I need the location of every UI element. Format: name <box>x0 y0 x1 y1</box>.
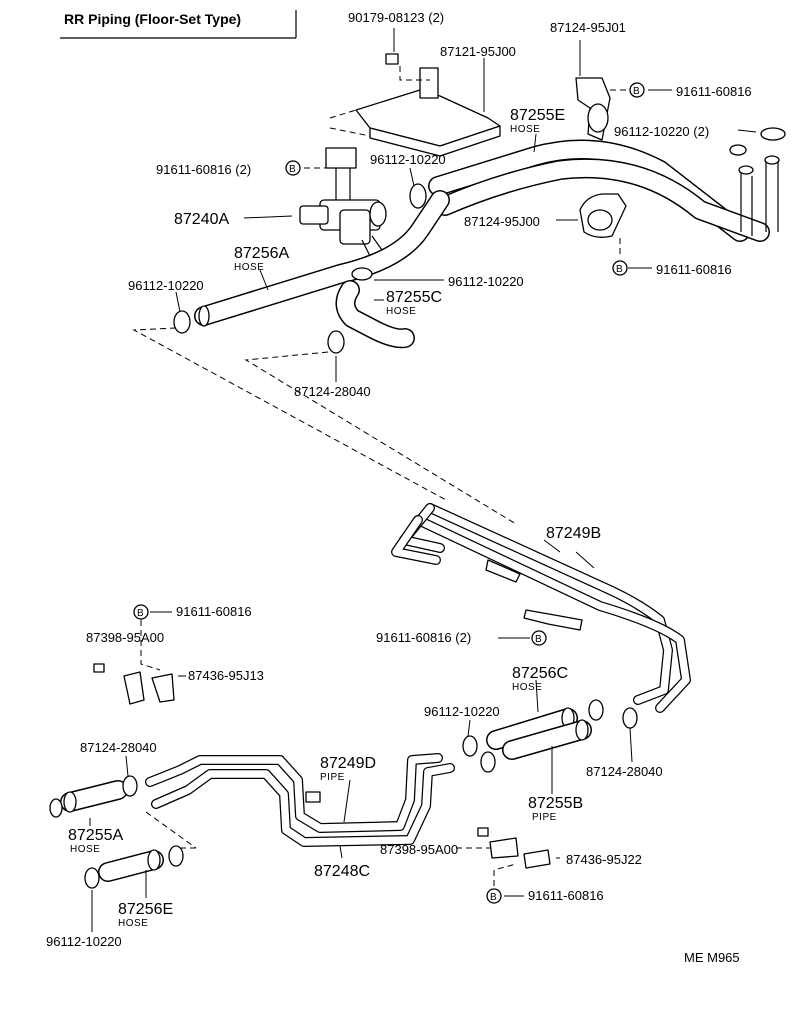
label-90179-08123: 90179-08123 (2) <box>348 10 444 25</box>
hose-clamp-top-right <box>729 127 786 156</box>
label-87256a: 87256A <box>234 245 289 262</box>
label-91611-60816-top-right: 91611-60816 <box>676 84 752 99</box>
label-87398-95a00-right: 87398-95A00 <box>380 842 458 857</box>
label-96112-10220-valve: 96112-10220 <box>370 152 446 167</box>
label-87255c-hose: HOSE <box>386 306 416 317</box>
label-91611-60816-bottom-right: 91611-60816 <box>528 888 604 903</box>
label-87255e: 87255E <box>510 107 565 124</box>
hose-clamp-valve <box>409 183 427 209</box>
hose-clamp-left <box>173 310 191 334</box>
diagram-title: RR Piping (Floor-Set Type) <box>64 11 241 27</box>
label-87124-95j01: 87124-95J01 <box>550 20 626 35</box>
label-87256c-hose: HOSE <box>512 682 542 693</box>
label-96112-10220-left: 96112-10220 <box>128 278 204 293</box>
label-96112-10220-mid: 96112-10220 <box>424 704 500 719</box>
label-96112-10220-center: 96112-10220 <box>448 274 524 289</box>
label-87436-95j22: 87436-95J22 <box>566 852 642 867</box>
label-87249d: 87249D <box>320 755 376 772</box>
footer-code: ME M965 <box>684 950 740 965</box>
svg-text:B: B <box>616 264 623 275</box>
label-87436-95j13: 87436-95J13 <box>188 668 264 683</box>
label-87256a-hose: HOSE <box>234 262 264 273</box>
label-96112-10220-2: 96112-10220 (2) <box>614 124 709 139</box>
label-87124-28040-right: 87124-28040 <box>586 764 663 779</box>
label-87256c: 87256C <box>512 665 568 682</box>
hose-clamp-87124-28040-top <box>327 330 345 354</box>
label-87398-95a00-left: 87398-95A00 <box>86 630 164 645</box>
label-87255e-hose: HOSE <box>510 124 540 135</box>
label-87255c: 87255C <box>386 289 442 306</box>
pipe-87249b <box>391 503 691 713</box>
svg-text:B: B <box>137 608 144 619</box>
clamp-87124-95j00 <box>579 193 627 238</box>
bolt-symbol-top-right: B <box>629 82 645 98</box>
small-bolts-lower <box>93 663 489 837</box>
bolt-90179 <box>385 53 399 65</box>
label-87249b: 87249B <box>546 525 601 542</box>
hose-87255b <box>502 719 592 760</box>
label-87124-28040-top: 87124-28040 <box>294 384 371 399</box>
hose-87255a <box>60 780 128 813</box>
hose-clamp-center <box>351 267 373 281</box>
label-87255b-pipe: PIPE <box>532 812 557 823</box>
bolt-symbol-top-left: B <box>285 160 301 176</box>
label-87249d-pipe: PIPE <box>320 772 345 783</box>
pipe-87249d <box>145 753 443 833</box>
leaders-upper <box>175 28 757 382</box>
water-valve-87240a <box>299 147 387 257</box>
connection-dashed-lines <box>132 327 517 525</box>
pipe-87248c <box>151 763 455 847</box>
label-87124-28040-left: 87124-28040 <box>80 740 157 755</box>
bolt-symbol-bottom-right: B <box>486 888 502 904</box>
hose-87256a <box>194 190 450 327</box>
label-91611-60816-mid-left: 91611-60816 <box>176 604 252 619</box>
bolt-symbol-mid-right: B <box>531 630 547 646</box>
label-87255b: 87255B <box>528 795 583 812</box>
bolt-symbol-mid-left: B <box>133 604 149 620</box>
label-87248c: 87248C <box>314 863 370 880</box>
svg-text:B: B <box>535 634 542 645</box>
label-87124-95j00: 87124-95J00 <box>464 214 540 229</box>
clamp-87436-95j13 <box>123 671 175 705</box>
svg-text:B: B <box>289 164 296 175</box>
label-91611-60816-right: 91611-60816 <box>656 262 732 277</box>
svg-text:B: B <box>633 86 640 97</box>
clamp-87124-95j01 <box>575 77 611 141</box>
hose-87256e <box>98 849 164 882</box>
label-87121-95j00: 87121-95J00 <box>440 44 516 59</box>
clamp-87436-95j22 <box>489 837 551 869</box>
bolt-symbol-right: B <box>612 260 628 276</box>
leaders-lower <box>89 551 633 932</box>
hose-87255e <box>428 139 780 242</box>
hose-87255c <box>335 280 415 349</box>
svg-text:B: B <box>490 892 497 903</box>
label-87256e: 87256E <box>118 901 173 918</box>
label-91611-60816-2-top: 91611-60816 (2) <box>156 162 251 177</box>
label-96112-10220-bottom-left: 96112-10220 <box>46 934 122 949</box>
label-87256e-hose: HOSE <box>118 918 148 929</box>
label-87255a: 87255A <box>68 827 123 844</box>
bracket-87121-95j00 <box>355 67 501 157</box>
label-87240a: 87240A <box>174 211 229 228</box>
label-91611-60816-2-mid: 91611-60816 (2) <box>376 630 471 645</box>
label-87255a-hose: HOSE <box>70 844 100 855</box>
